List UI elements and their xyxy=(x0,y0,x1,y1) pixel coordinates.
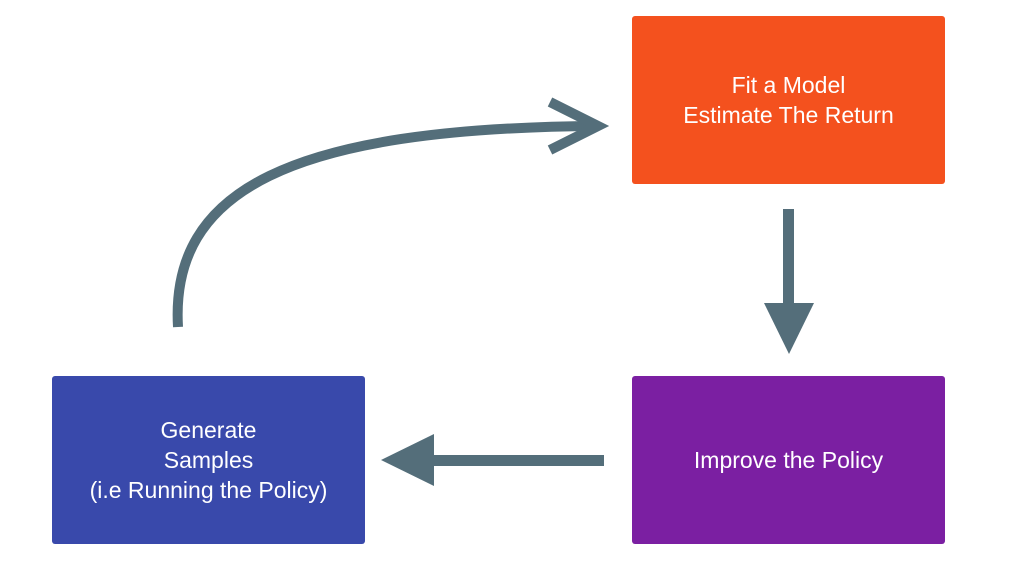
arrow-generate-to-fit-head xyxy=(547,97,610,155)
arrow-improve-to-generate-shaft xyxy=(432,455,604,466)
node-improve-policy: Improve the Policy xyxy=(632,376,945,544)
node-fit-model: Fit a Model Estimate The Return xyxy=(632,16,945,184)
arrow-fit-to-improve-head xyxy=(764,303,814,354)
node-generate-samples-line-2: Samples xyxy=(163,447,254,473)
arrow-improve-to-generate-head xyxy=(381,434,434,486)
arrow-generate-to-fit xyxy=(172,121,599,328)
node-improve-policy-line-1: Improve the Policy xyxy=(693,447,884,473)
node-generate-samples-line-1: Generate xyxy=(160,417,257,443)
arrow-fit-to-improve-shaft xyxy=(783,209,794,305)
node-generate-samples-line-3: (i.e Running the Policy) xyxy=(89,477,328,503)
node-fit-model-line-2: Estimate The Return xyxy=(683,102,894,128)
node-generate-samples: Generate Samples (i.e Running the Policy… xyxy=(52,376,365,544)
node-fit-model-line-1: Fit a Model xyxy=(731,72,846,98)
